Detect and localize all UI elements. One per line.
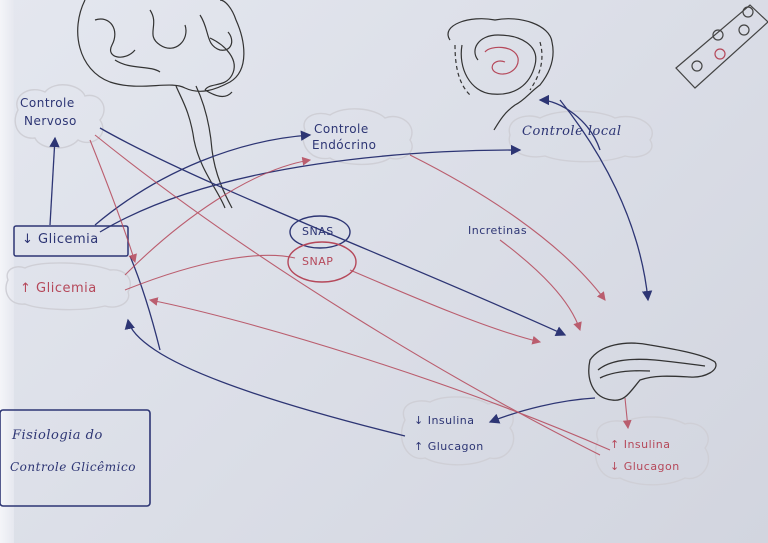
insulina-up-label: ↑ Insulina (610, 438, 671, 451)
pancreas-sketch (588, 342, 717, 401)
arrow-local-to-pancreas (559, 99, 653, 302)
intestine-sketch (447, 18, 554, 131)
insulina-down-label: ↓ Insulina (414, 414, 475, 427)
arrow-insulina-to-glicemia (124, 318, 406, 437)
cloud-glicemia-alta (5, 262, 131, 311)
arrow-glicemia-to-local (99, 144, 522, 233)
controle-endocrino-label-2: Endócrino (312, 138, 377, 152)
arrow-local-loop (538, 94, 601, 151)
arrow-insulina-up-to-glicemia (148, 297, 611, 451)
cloud-controle-nervoso (14, 84, 105, 149)
glucagon-down-label: ↓ Glucagon (610, 460, 680, 473)
controle-nervoso-label-1: Controle (20, 96, 75, 110)
arrow-nervoso-to-glicemia-alta (89, 139, 137, 264)
snap-label: SNAP (302, 255, 334, 268)
controle-endocrino-label-1: Controle (314, 122, 369, 136)
arrow-glicemia-alta-to-snap (124, 254, 296, 291)
controle-local-label: Controle local (522, 124, 622, 139)
snas-oval (289, 215, 351, 249)
arrow-glicemia-to-nervoso (49, 136, 60, 226)
pill-pack-sketch (675, 4, 768, 89)
arrow-pancreas-to-insulina (488, 397, 596, 424)
cloud-controle-local (508, 110, 653, 163)
snap-oval (287, 241, 357, 283)
arrow-endocrino-to-pancreas (409, 154, 606, 301)
arrow-glicemia-to-endocrino (94, 130, 312, 226)
arrow-glicemia-down-link (129, 255, 161, 351)
glicemia-baixa-label: ↓ Glicemia (22, 232, 99, 247)
arrow-snap-to-pancreas (349, 269, 542, 345)
incretinas-label: Incretinas (468, 224, 528, 237)
controle-nervoso-label-2: Nervoso (24, 114, 77, 128)
glucagon-up-label: ↑ Glucagon (414, 440, 484, 453)
cloud-controle-endocrino (302, 108, 413, 166)
arrow-pancreas-to-insulina-up (622, 397, 632, 430)
title-box (0, 409, 151, 507)
title-line-1: Fisiologia do (12, 428, 103, 443)
arrow-nervoso-to-pancreas (99, 127, 567, 336)
sheet-edge (0, 0, 14, 543)
title-line-2: Controle Glicêmico (10, 460, 136, 474)
arrow-incretinas-to-pancreas (499, 239, 582, 332)
snas-label: SNAS (302, 225, 334, 238)
arrow-glicemia-alta-to-endocrino (124, 156, 312, 276)
cloud-insulina-glucagon (400, 396, 515, 466)
arrow-controle-nervoso-to-insulina-up (94, 134, 601, 456)
brain-sketch (77, 0, 245, 209)
glicemia-alta-label: ↑ Glicemia (20, 281, 97, 296)
